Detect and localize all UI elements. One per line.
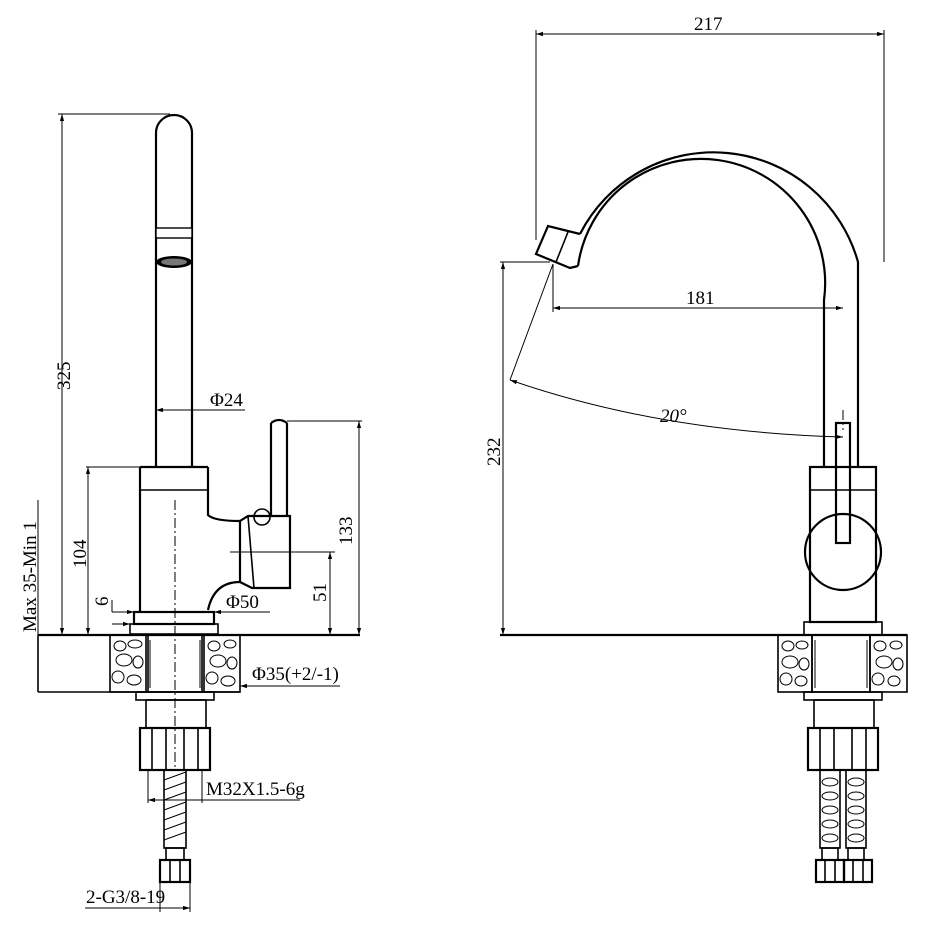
dim-counter-thickness: Max 35-Min 1 [20,500,41,635]
label-base-offset: 6 [92,597,113,607]
mixer-body-front [803,410,883,693]
label-body-height: 104 [70,539,91,568]
dim-lever-axis-height: 51 [230,551,335,635]
countertop-front [500,633,908,693]
dim-swivel-angle: 20° [509,263,844,439]
label-total-height: 325 [54,362,75,391]
dim-total-height: 325 [54,113,170,635]
side-view: 325 Φ24 133 104 Max 35-Min 1 [20,113,362,912]
dim-base-offset: 6 [92,597,134,627]
gooseneck-spout [534,151,860,467]
dim-thread: M32X1.5-6g [147,770,305,803]
dim-body-height: 104 [70,466,140,635]
label-handle-height: 133 [336,517,357,546]
dim-hose-thread: 2-G3/8-19 [85,882,191,912]
dim-pipe-diameter: Φ24 [156,390,245,413]
front-view: 217 181 20° 232 [484,14,908,884]
dim-handle-height: 133 [287,420,362,635]
label-base-diameter: Φ50 [226,592,259,613]
mixer-body [129,418,292,770]
label-hole-diameter: Φ35(+2/-1) [252,664,339,685]
label-spout-height: 232 [484,438,505,467]
dim-spout-reach: 181 [552,264,843,312]
label-thread: M32X1.5-6g [206,779,305,800]
dim-base-diameter: Φ50 [214,592,270,615]
mounting-nut [135,691,215,884]
dim-spout-height: 232 [484,261,550,635]
label-counter-thickness: Max 35-Min 1 [20,521,41,632]
label-lever-axis-height: 51 [310,583,331,602]
label-overall-depth: 217 [694,14,723,35]
dim-hole-diameter: Φ35(+2/-1) [240,664,340,689]
label-pipe-diameter: Φ24 [210,390,243,411]
label-hose-thread: 2-G3/8-19 [86,887,165,908]
label-swivel-angle: 20° [660,406,687,427]
dim-overall-depth: 217 [535,14,885,262]
mounting-nut-front [803,691,883,884]
label-spout-reach: 181 [686,288,715,309]
spout-tube [154,113,194,467]
